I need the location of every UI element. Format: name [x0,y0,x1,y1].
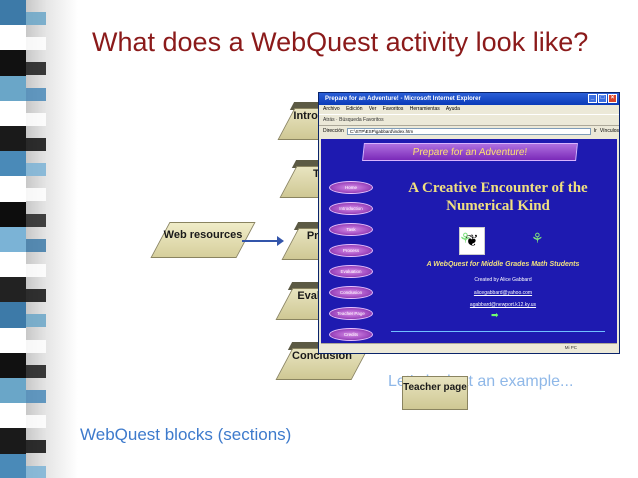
nav-process-button[interactable]: Process [329,244,373,257]
strip-square [26,440,46,454]
strip-square [0,176,26,203]
page-subtitle: A WebQuest for Middle Grades Math Studen… [426,261,580,268]
nav-teacher-page-button[interactable]: Teacher Page [329,307,373,320]
menu-item[interactable]: Ayuda [445,106,460,112]
nav-introduction-button[interactable]: Introduction [329,202,373,215]
page-banner: Prepare for an Adventure! [362,143,578,161]
strip-square [0,453,26,478]
strip-square [26,188,46,202]
figure-right-icon: ⚘ [531,231,544,247]
close-icon[interactable]: × [608,94,617,103]
address-bar: Dirección C:\STP\ESP\gabbard\index.htm I… [319,126,619,136]
strip-square [0,302,26,329]
strip-square [26,390,46,403]
links-label[interactable]: Vínculos [599,128,619,134]
strip-square [26,87,46,101]
maximize-icon[interactable]: □ [598,94,607,103]
strip-square [0,252,26,278]
block-web-resources: Web resources [150,222,256,258]
figure-left-icon: ⚘ [459,231,472,247]
slide-caption: WebQuest blocks (sections) [80,425,292,444]
nav-task-button[interactable]: Task [329,223,373,236]
strip-square [0,0,26,26]
minimize-icon[interactable]: _ [588,94,597,103]
next-arrow-icon[interactable]: ➡ [491,311,499,321]
strip-square [0,352,26,379]
strip-square [26,339,46,353]
browser-titlebar: Prepare for an Adventure! - Microsoft In… [319,93,619,105]
block-teacher-page-label: Teacher page [403,382,467,393]
address-label: Dirección [323,128,344,134]
menu-item[interactable]: Archivo [323,106,340,112]
browser-menubar: Archivo Edición Ver Favoritos Herramient… [319,105,619,114]
strip-square [0,428,26,455]
strip-square [26,12,46,25]
go-button[interactable]: Ir [593,128,597,134]
email-link-1[interactable]: alicegabbard@yahoo.com [473,290,533,296]
strip-square [0,327,26,354]
decorative-strip [0,0,78,478]
strip-square [0,151,26,178]
block-teacher-page: Teacher page [402,376,468,410]
browser-window: Prepare for an Adventure! - Microsoft In… [318,92,620,354]
strip-square [26,465,46,478]
browser-statusbar: Mi PC [321,343,617,351]
slide-title: What does a WebQuest activity look like? [92,27,589,57]
strip-square [0,100,26,127]
strip-square [0,226,26,253]
menu-item[interactable]: Herramientas [409,106,440,112]
menu-item[interactable]: Edición [346,106,363,112]
strip-square [0,25,26,52]
menu-item[interactable]: Favoritos [382,106,404,112]
strip-square [26,138,46,151]
page-divider [391,331,605,332]
strip-square [0,201,26,228]
strip-square [26,37,46,51]
figures-graphic: ⚘ ❦ ⚘ [459,227,549,255]
status-text: Mi PC [564,345,577,350]
strip-square [0,75,26,102]
strip-square [26,415,46,429]
strip-square [26,264,46,277]
nav-evaluation-button[interactable]: Evaluation [329,265,373,278]
block-introduction: Introd [277,102,341,140]
created-by: Created by Alice Gabbard [474,277,532,283]
nav-conclusion-button[interactable]: Conclusion [329,286,373,299]
browser-toolbar[interactable]: Atrás · Búsqueda Favoritos [319,114,619,126]
figure-center-icon: ❦ [459,227,485,255]
strip-square [26,314,46,328]
menu-item[interactable]: Ver [368,106,377,112]
block-introduction-label: Introd [293,110,325,122]
toolbar-text[interactable]: Atrás · Búsqueda Favoritos [323,117,384,123]
strip-square [26,238,46,252]
block-web-resources-label: Web resources [163,229,243,241]
strip-square [0,403,26,430]
strip-square [0,378,26,404]
strip-square [0,277,26,304]
nav-credits-button[interactable]: Credits [329,328,373,341]
strip-square [26,163,46,177]
page-main-title: A Creative Encounter of the Numerical Ki… [408,180,588,214]
webquest-page: Prepare for an Adventure! Home Introduct… [321,139,617,343]
arrow-web-to-process [242,236,284,246]
strip-square [26,112,46,126]
nav-home-button[interactable]: Home [329,181,373,194]
strip-square [26,289,46,303]
strip-square [0,50,26,77]
strip-square [26,62,46,76]
strip-square [0,126,26,152]
address-input[interactable]: C:\STP\ESP\gabbard\index.htm [346,127,591,135]
email-link-2[interactable]: agabbard@newport.k12.ky.us [469,302,537,308]
strip-square [26,213,46,227]
browser-title: Prepare for an Adventure! - Microsoft In… [325,96,481,102]
strip-square [26,364,46,378]
